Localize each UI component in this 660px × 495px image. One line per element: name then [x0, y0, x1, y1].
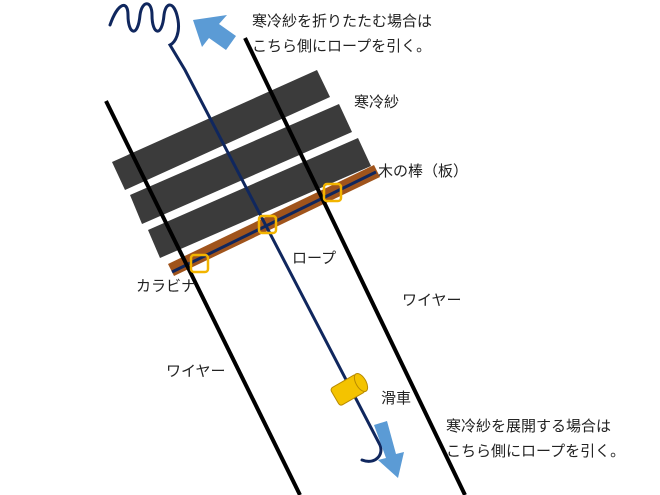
pulley-end	[353, 372, 369, 393]
carabiners	[189, 182, 343, 274]
rope-label: ロープ	[292, 249, 336, 267]
carabiner-label: カラビナ	[136, 277, 196, 295]
shade-cloth-band-3	[148, 138, 371, 258]
arrow-down-icon	[374, 421, 404, 478]
wire-left-label: ワイヤー	[166, 362, 226, 380]
wood-bar-label: 木の棒（板）	[378, 162, 468, 180]
rope	[108, 2, 383, 463]
arrow-up-left-icon	[193, 15, 236, 50]
wire-right	[243, 37, 467, 495]
carabiner-left	[189, 253, 210, 274]
deploy-note-line2: こちら側にロープを引く。	[446, 442, 625, 460]
carabiner-middle	[257, 214, 278, 235]
pulley-label: 滑車	[381, 389, 411, 407]
wire-left	[104, 100, 302, 495]
deploy-note-line1: 寒冷紗を展開する場合は	[446, 417, 611, 435]
shade-cloth-label: 寒冷紗	[354, 93, 399, 111]
carabiner-right	[322, 182, 343, 203]
fold-note-line2: こちら側にロープを引く。	[252, 37, 431, 55]
wire-right-label: ワイヤー	[402, 291, 462, 309]
pulley	[330, 372, 369, 406]
fold-note-line1: 寒冷紗を折りたたむ場合は	[252, 12, 432, 30]
shade-cloth-band-2	[130, 104, 352, 224]
